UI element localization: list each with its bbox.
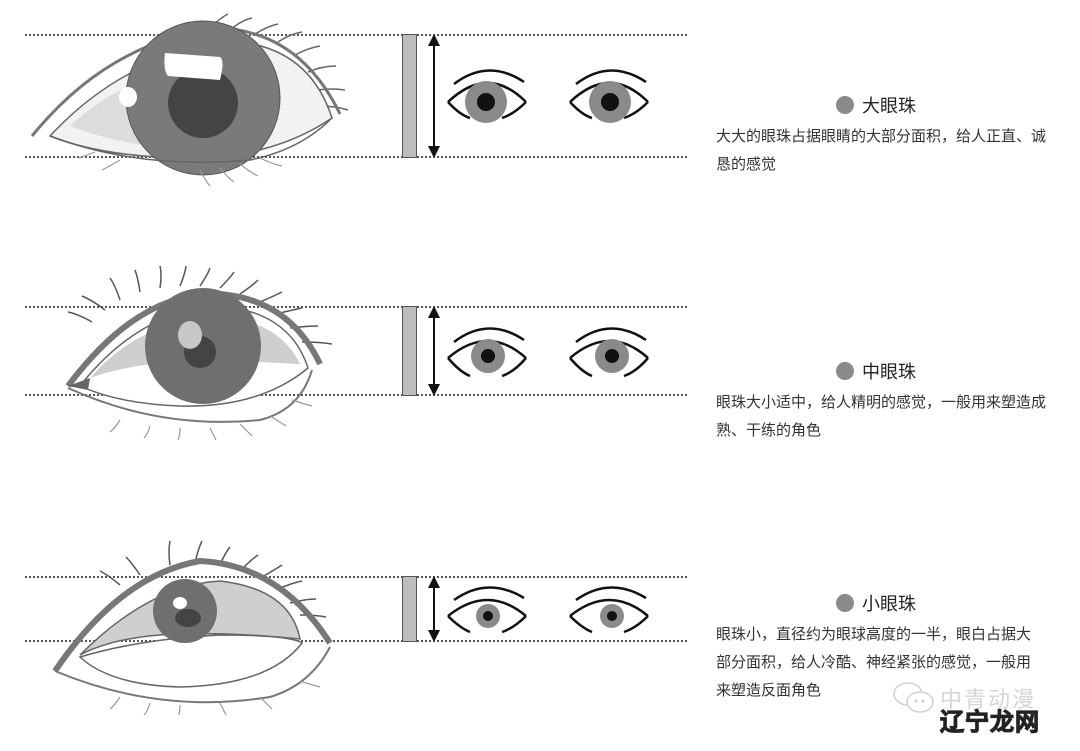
double-arrow-icon: [428, 34, 440, 158]
description-text: 大大的眼珠占据眼睛的大部分面积，给人正直、诚恳的感觉: [716, 127, 1047, 173]
guide-line-bottom: [25, 156, 687, 158]
double-arrow-icon: [428, 306, 440, 396]
description-large: 大眼珠 大大的眼珠占据眼睛的大部分面积，给人正直、诚恳的感觉: [716, 92, 1046, 178]
guide-line-top: [25, 576, 687, 578]
small-iris-eye-illustration: [52, 540, 333, 715]
section-title: 中眼珠: [776, 358, 976, 384]
eye-height-bar: [402, 34, 417, 158]
guide-line-top: [25, 34, 687, 36]
section-title: 小眼珠: [776, 590, 976, 616]
description-text: 眼珠大小适中，给人精明的感觉，一般用来塑造成熟、干练的角色: [716, 393, 1047, 439]
watermark-brand: 辽宁龙网: [940, 702, 1040, 737]
title-text: 小眼珠: [862, 594, 916, 615]
watermark-faint-text: 中青动漫: [940, 688, 1037, 713]
guide-line-top: [25, 306, 687, 308]
section-large-iris: 大眼珠 大大的眼珠占据眼睛的大部分面积，给人正直、诚恳的感觉: [0, 0, 1080, 200]
bullet-dot-icon: [836, 594, 854, 612]
large-iris-eye-icons: [447, 69, 649, 123]
brand-part-red: 辽宁: [940, 708, 990, 737]
medium-iris-eye-icons: [447, 327, 649, 378]
double-arrow-icon: [428, 576, 440, 642]
small-iris-eye-icons: [447, 586, 649, 634]
section-medium-iris: 中眼珠 眼珠大小适中，给人精明的感觉，一般用来塑造成熟、干练的角色: [0, 250, 1080, 450]
eye-height-bar: [402, 306, 417, 396]
brand-part-white: 龙网: [990, 708, 1040, 737]
description-small: 小眼珠 眼珠小，直径约为眼球高度的一半，眼白占据大部分面积，给人冷酷、神经紧张的…: [716, 590, 1046, 704]
chat-bubble-icon: [893, 682, 934, 713]
section-small-iris: 小眼珠 眼珠小，直径约为眼球高度的一半，眼白占据大部分面积，给人冷酷、神经紧张的…: [0, 530, 1080, 751]
watermark: 中青动漫 辽宁龙网: [890, 678, 1070, 738]
title-text: 中眼珠: [862, 362, 916, 383]
section-title: 大眼珠: [776, 92, 976, 118]
title-text: 大眼珠: [862, 96, 916, 117]
bullet-dot-icon: [836, 362, 854, 380]
description-text: 眼珠小，直径约为眼球高度的一半，眼白占据大部分面积，给人冷酷、神经紧张的感觉，一…: [716, 625, 1032, 699]
large-iris-eye-illustration: [30, 13, 349, 187]
guide-line-bottom: [25, 640, 687, 642]
eye-height-bar: [402, 576, 417, 642]
medium-iris-eye-illustration: [65, 265, 333, 440]
bullet-dot-icon: [836, 96, 854, 114]
description-medium: 中眼珠 眼珠大小适中，给人精明的感觉，一般用来塑造成熟、干练的角色: [716, 358, 1046, 444]
guide-line-bottom: [25, 394, 687, 396]
